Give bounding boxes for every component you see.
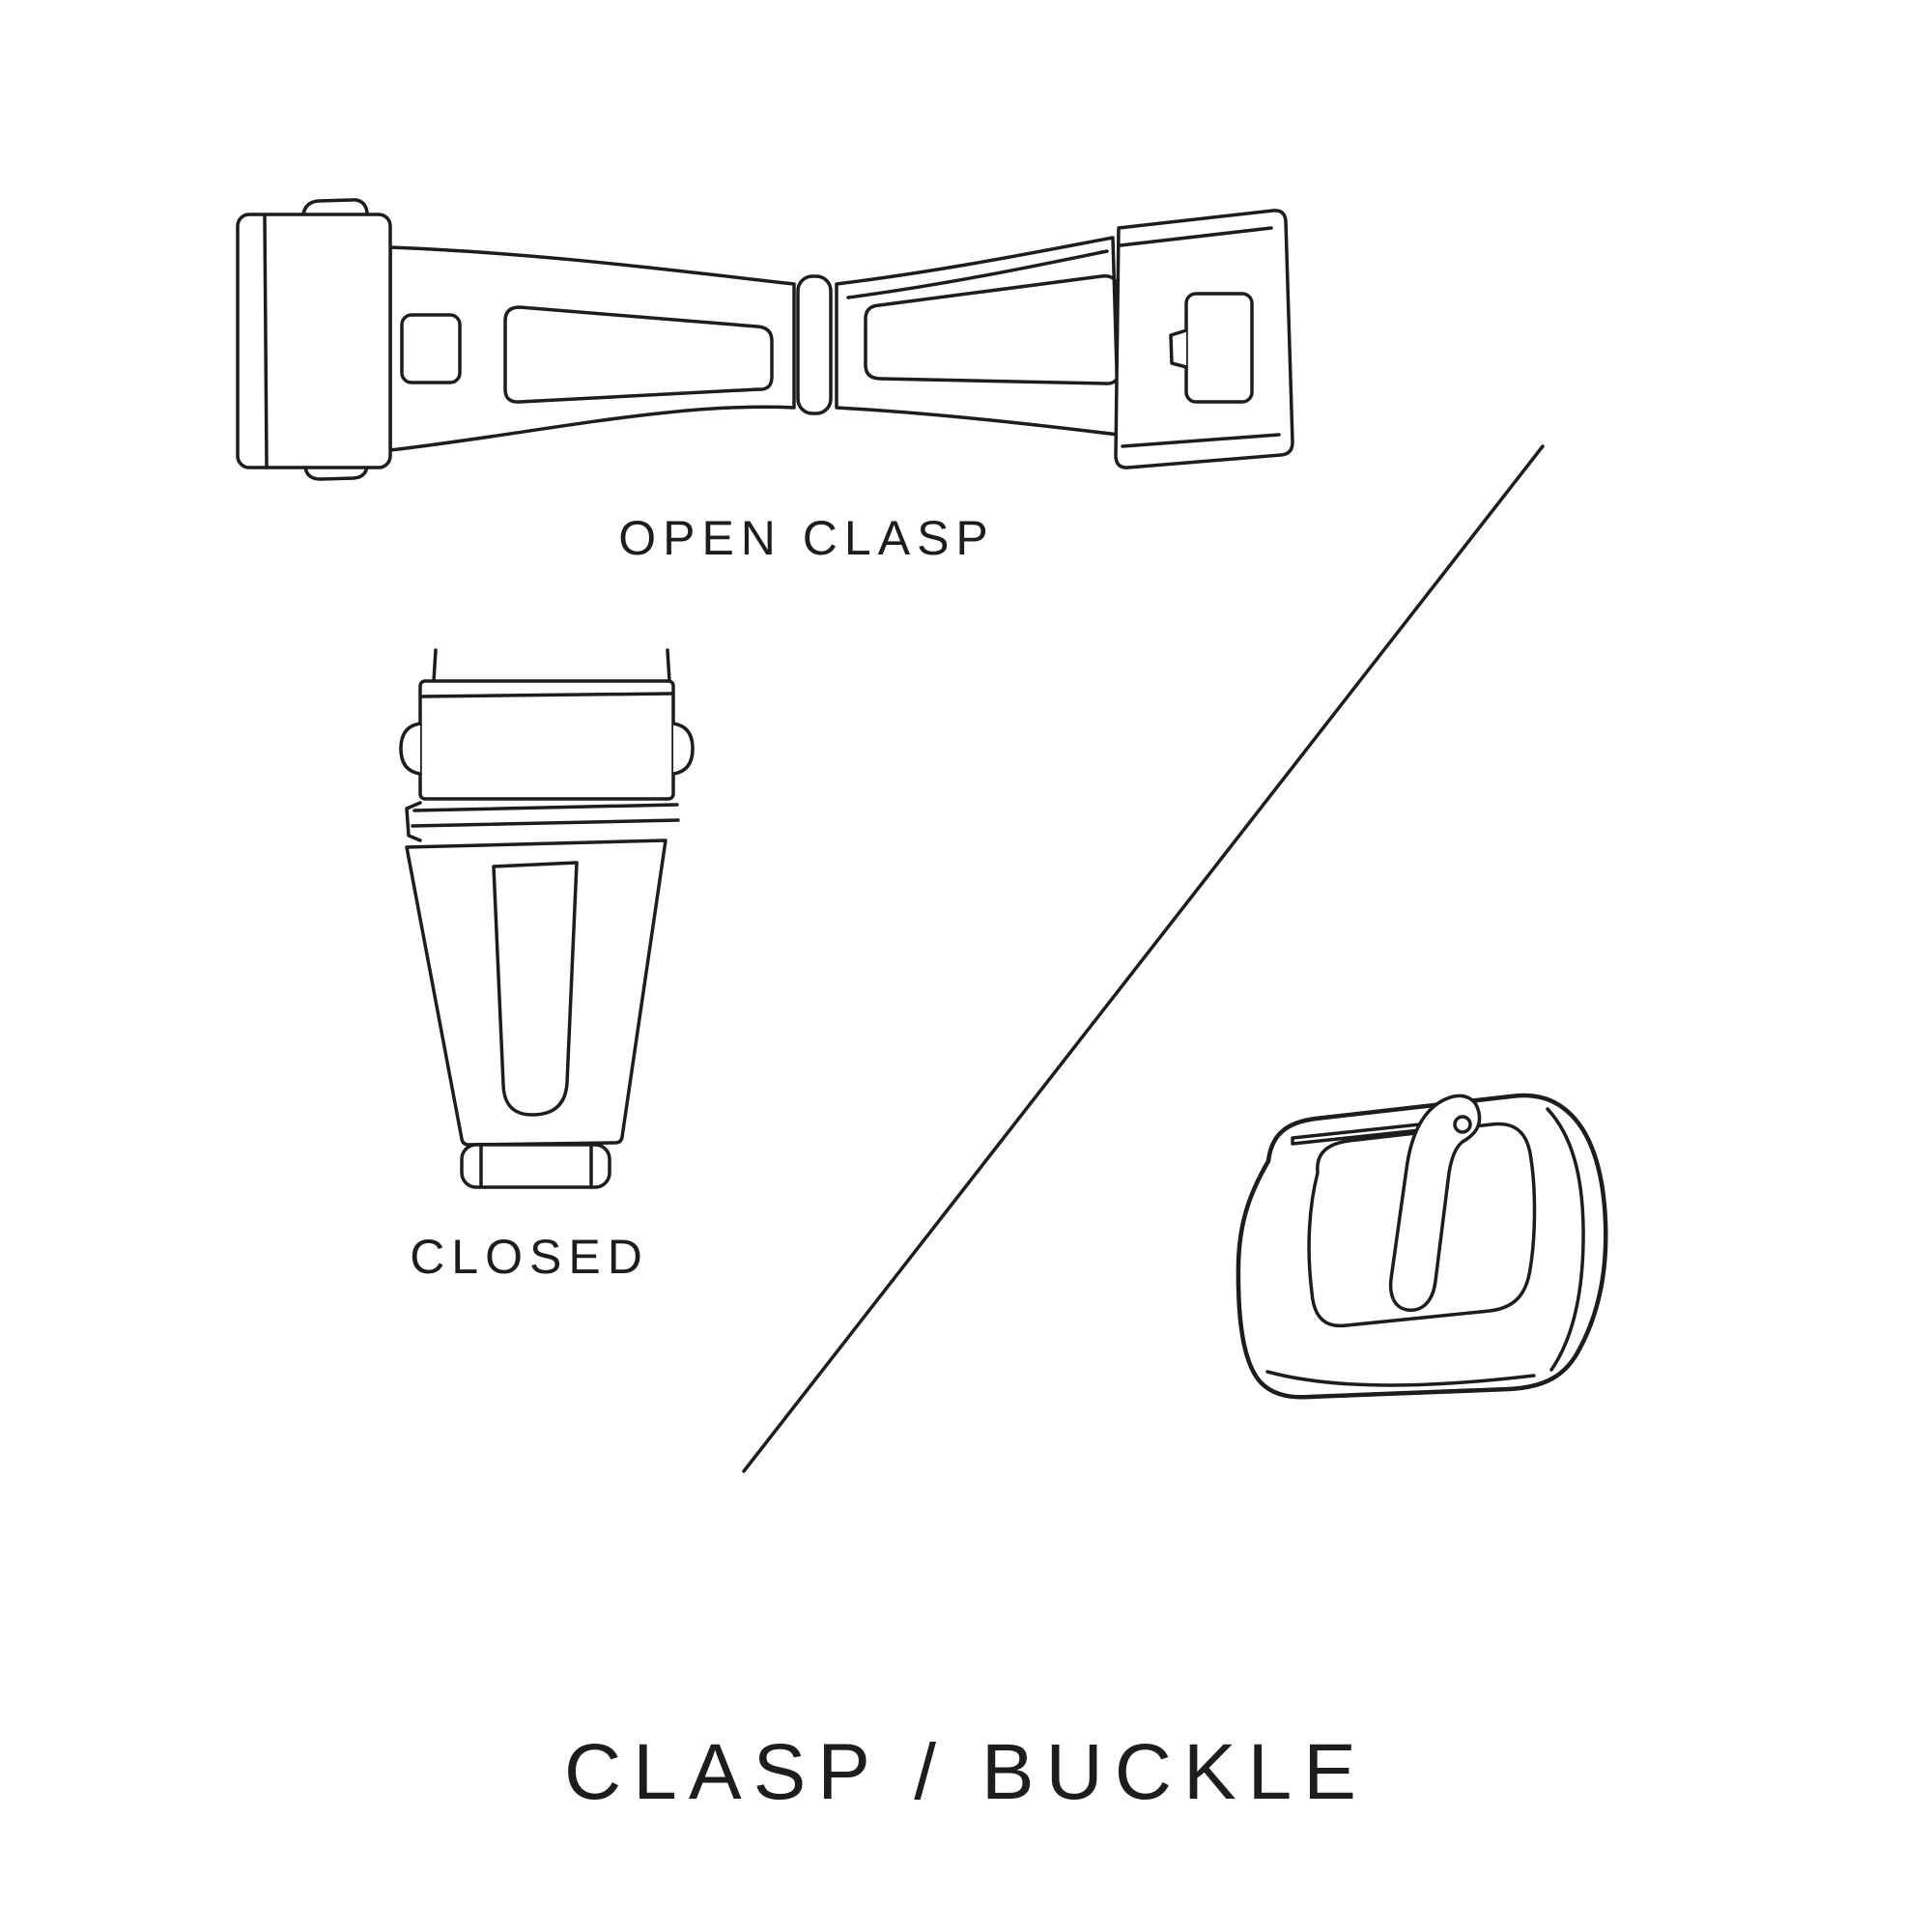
closed-clasp-ear-right xyxy=(671,722,695,776)
closed-clasp-prong-right xyxy=(666,648,671,683)
clasp-right-endpiece-bottom-line xyxy=(1121,433,1281,448)
clasp-left-arm-notch xyxy=(400,313,462,384)
closed-clasp-band-line-2 xyxy=(411,818,680,828)
closed-clasp-body xyxy=(405,838,668,1147)
clasp-right-arm xyxy=(835,236,1121,437)
clasp-endpiece-bottom-bump xyxy=(303,464,369,481)
closed-clasp-band-line-1 xyxy=(412,803,679,812)
clasp-right-arm-flange-line xyxy=(846,249,1109,299)
clasp-left-fold-line xyxy=(263,214,269,468)
closed-clasp-side-flap xyxy=(405,801,422,842)
clasp-catch-tab xyxy=(1169,328,1188,369)
buckle-tongue xyxy=(1388,1094,1482,1313)
closed-clasp-illustration xyxy=(382,633,720,1212)
closed-clasp-prong-left xyxy=(432,648,438,683)
open-clasp-label: OPEN CLASP xyxy=(618,511,995,565)
closed-clasp-cover xyxy=(418,679,675,801)
clasp-center-hinge xyxy=(796,274,833,415)
buckle-band-edge-right xyxy=(1546,1107,1585,1372)
buckle-illustration xyxy=(1223,1080,1638,1428)
closed-clasp-label: CLOSED xyxy=(410,1230,649,1284)
divider-line xyxy=(742,444,1545,1473)
closed-clasp-cover-lid-line xyxy=(420,692,673,698)
clasp-right-arm-inner-outline xyxy=(864,274,1121,385)
diagram-title: CLASP / BUCKLE xyxy=(564,1728,1368,1816)
closed-clasp-ear-left xyxy=(399,722,422,776)
buckle-band-edge-bottom xyxy=(1265,1370,1536,1387)
clasp-right-endpiece-top-line xyxy=(1119,226,1273,247)
closed-clasp-foot xyxy=(460,1143,611,1189)
clasp-left-arm-inner-outline xyxy=(503,305,774,404)
clasp-left-arm xyxy=(388,245,796,452)
closed-clasp-body-inner-outline xyxy=(492,861,579,1117)
buckle-pin-ring xyxy=(1453,1115,1472,1134)
clasp-left-endpiece xyxy=(236,213,392,469)
open-clasp-illustration xyxy=(220,189,1302,489)
clasp-catch-cutout xyxy=(1184,292,1254,404)
clasp-endpiece-top-bump xyxy=(301,198,369,216)
